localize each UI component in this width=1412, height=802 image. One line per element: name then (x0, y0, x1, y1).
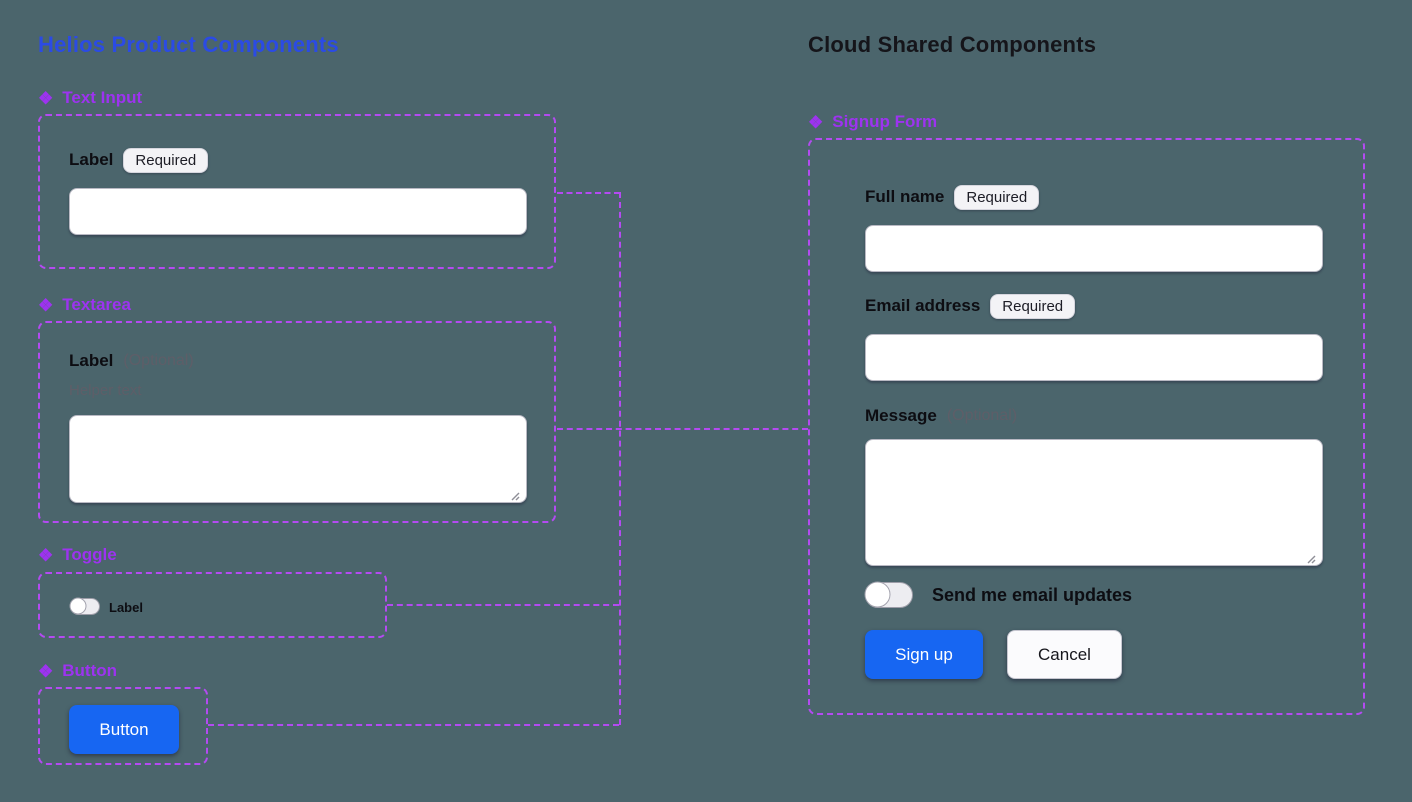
email-updates-label: Send me email updates (932, 584, 1133, 605)
sample-button[interactable]: Button (69, 705, 179, 754)
component-header-text-input[interactable]: ❖ Text Input (38, 88, 142, 108)
connector-trunk (619, 192, 621, 725)
toggle-switch[interactable] (69, 597, 100, 615)
frame-toggle[interactable]: Label (38, 572, 387, 638)
textarea-field[interactable] (69, 415, 527, 503)
required-badge: Required (123, 147, 209, 173)
component-name: Button (62, 661, 118, 680)
full-name-label: Full name (865, 187, 945, 206)
connector-toggle (387, 604, 619, 606)
sign-up-button[interactable]: Sign up (865, 630, 983, 679)
component-header-button[interactable]: ❖ Button (38, 661, 117, 681)
toggle-label: Label (109, 599, 143, 615)
toggle-knob (864, 581, 891, 608)
text-input-field[interactable] (69, 188, 527, 235)
component-header-textarea[interactable]: ❖ Textarea (38, 295, 131, 315)
component-name: Text Input (62, 88, 143, 107)
textarea-label: Label (69, 351, 114, 370)
component-icon: ❖ (38, 295, 54, 315)
email-input[interactable] (865, 334, 1323, 381)
cancel-button[interactable]: Cancel (1007, 630, 1122, 679)
text-input-label: Label (69, 150, 114, 169)
frame-textarea[interactable]: Label (Optional) Helper text (38, 321, 556, 523)
component-icon: ❖ (38, 545, 54, 565)
left-panel-title: Helios Product Components (38, 32, 339, 57)
toggle-knob (69, 597, 87, 615)
full-name-input[interactable] (865, 225, 1323, 272)
email-label: Email address (865, 296, 981, 315)
component-icon: ❖ (38, 661, 54, 681)
required-badge: Required (990, 293, 1076, 319)
right-panel-title: Cloud Shared Components (808, 32, 1097, 57)
component-header-signup-form[interactable]: ❖ Signup Form (808, 112, 937, 132)
optional-text: (Optional) (123, 352, 194, 369)
required-badge: Required (954, 184, 1040, 210)
connector-textarea-to-form (557, 428, 808, 430)
component-name: Textarea (62, 295, 131, 314)
frame-button[interactable]: Button (38, 687, 208, 765)
connector-text-input (557, 192, 620, 194)
component-name: Toggle (62, 545, 117, 564)
component-icon: ❖ (38, 88, 54, 108)
component-name: Signup Form (832, 112, 938, 131)
frame-text-input[interactable]: Label Required (38, 114, 556, 269)
message-label: Message (865, 406, 937, 425)
helper-text: Helper text (69, 382, 142, 399)
connector-button (208, 724, 619, 726)
message-textarea[interactable] (865, 439, 1323, 566)
frame-signup-form[interactable]: Full name Required Email address Require… (808, 138, 1365, 715)
optional-text: (Optional) (946, 407, 1018, 424)
email-updates-toggle[interactable] (864, 581, 913, 608)
component-icon: ❖ (808, 112, 824, 132)
component-header-toggle[interactable]: ❖ Toggle (38, 545, 117, 565)
